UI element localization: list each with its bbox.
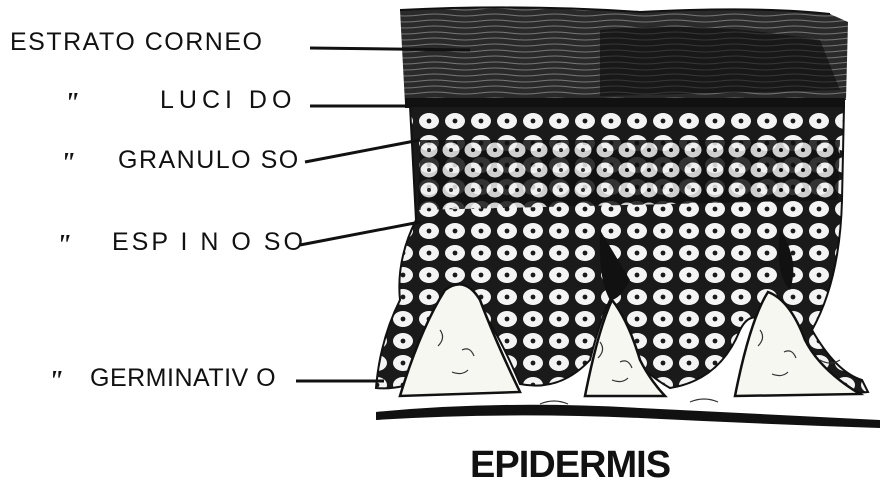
basement-line <box>376 405 880 428</box>
label-espinoso: ESP I N O SO <box>112 230 306 255</box>
ditto-mark-granuloso: " <box>60 150 76 178</box>
leader-line-granuloso <box>305 140 420 162</box>
label-estrato-corneo: ESTRATO CORNEO <box>10 30 263 55</box>
label-germinativo: GERMINATIV O <box>90 366 276 391</box>
stratum-corneum-band <box>400 7 848 104</box>
ditto-mark-lucido: " <box>64 90 80 118</box>
leader-line-corneo <box>310 48 470 50</box>
leader-line-espinoso <box>300 222 420 245</box>
label-granuloso: GRANULO SO <box>118 148 300 173</box>
figure-title: EPIDERMIS <box>470 446 670 484</box>
label-lucido: LUCI DO <box>160 88 296 113</box>
ditto-mark-espinoso: " <box>56 232 72 260</box>
ditto-mark-germinativo: " <box>48 368 64 396</box>
